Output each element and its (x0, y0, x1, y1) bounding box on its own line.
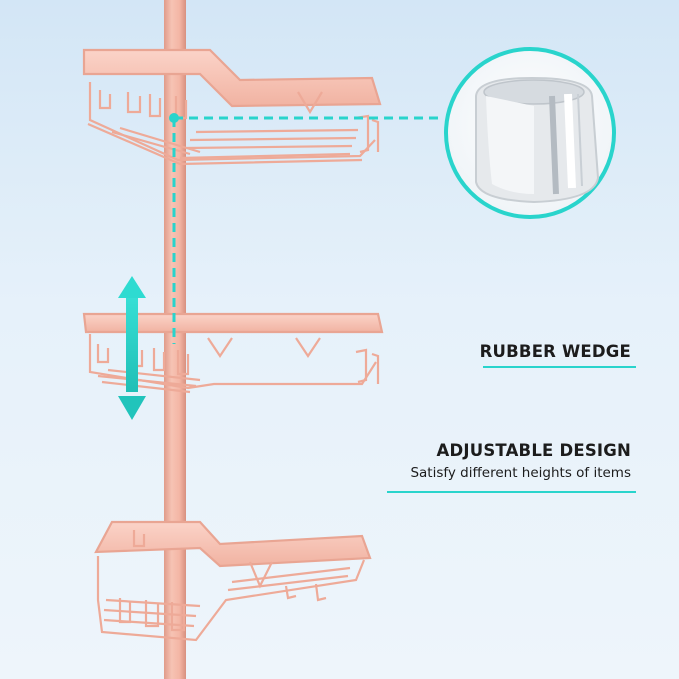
rubber-wedge-underline (483, 366, 636, 368)
middle-shelf (82, 312, 384, 394)
adjustable-design-subtitle: Satisfy different heights of items (410, 465, 631, 481)
callout-lines (172, 116, 444, 344)
callout-dot (169, 113, 179, 123)
tension-pole (164, 0, 186, 679)
adjustable-design-underline (387, 491, 636, 493)
up-down-arrow-icon (118, 276, 146, 420)
adjustable-design-label: ADJUSTABLE DESIGN (436, 441, 631, 460)
bottom-shelf (94, 520, 372, 642)
rubber-wedge-label: RUBBER WEDGE (479, 342, 631, 361)
top-shelf (82, 48, 382, 166)
rubber-wedge-detail (444, 47, 616, 219)
